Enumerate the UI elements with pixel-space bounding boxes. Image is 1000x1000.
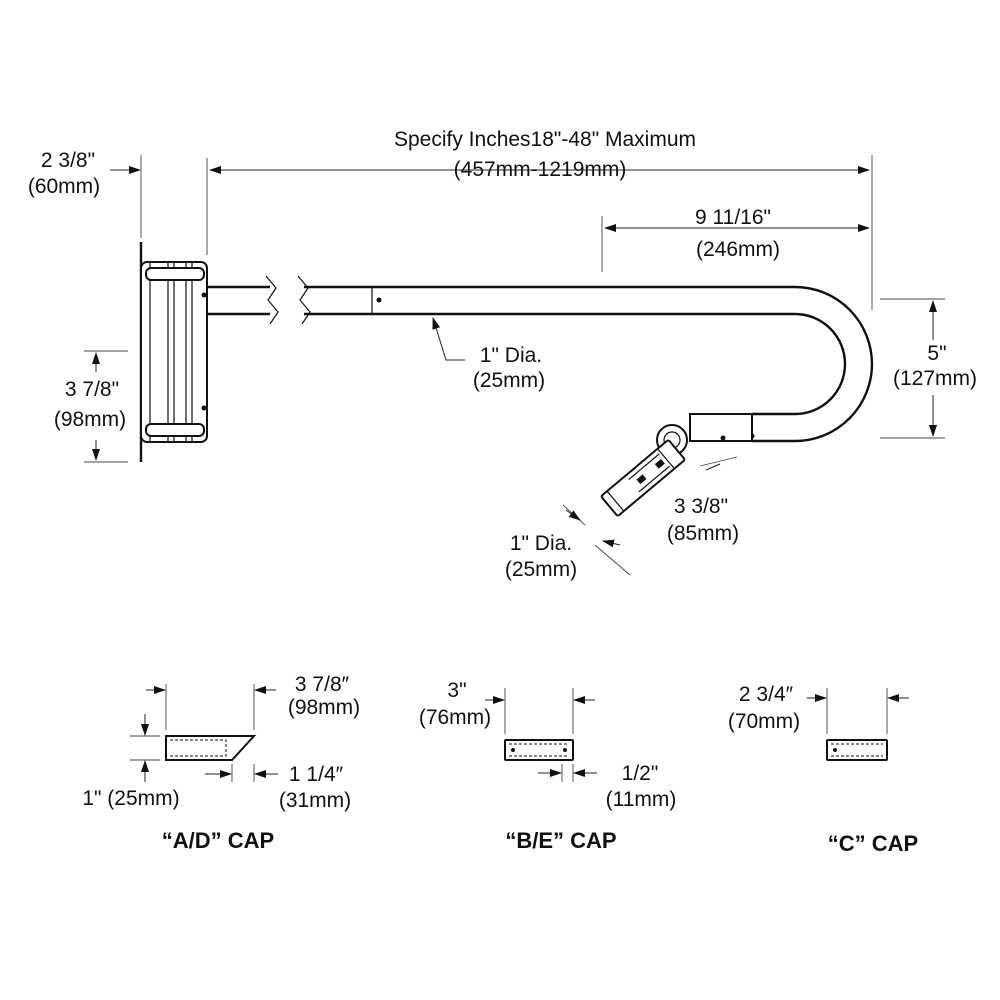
dim-head-diameter: 1" Dia. (25mm) bbox=[505, 504, 586, 581]
cap-ad-length-line2: (98mm) bbox=[288, 696, 360, 719]
cap-ad-tip-line2: (31mm) bbox=[279, 789, 351, 812]
cap-c-title: “C” CAP bbox=[828, 831, 918, 856]
dim-bend-depth: 9 11/16" (246mm) bbox=[601, 206, 870, 272]
tube-dia-line1: 1" Dia. bbox=[480, 344, 542, 367]
overall-length-line1: Specify Inches18"-48" Maximum bbox=[394, 128, 696, 151]
light-head bbox=[600, 439, 686, 517]
plate-depth-line2: (60mm) bbox=[28, 175, 100, 198]
cap-ad-height-line1: 1" (25mm) bbox=[82, 787, 179, 810]
dim-overall-length: Specify Inches18"-48" Maximum (457mm-121… bbox=[206, 128, 873, 310]
cap-be-tip-line1: 1/2" bbox=[622, 762, 659, 785]
wall-plate bbox=[139, 242, 208, 462]
cap-be-tip-line2: (11mm) bbox=[606, 788, 677, 811]
arm-tube bbox=[207, 275, 874, 456]
plate-depth-line1: 2 3/8" bbox=[41, 149, 95, 172]
cap-ad: 3 7/8″ (98mm) 1 1/4″ (31mm) 1" (25mm) “A… bbox=[82, 673, 360, 853]
cap-be: 3" (76mm) 1/2" (11mm) “B/E” CAP bbox=[419, 679, 677, 853]
cap-c-length-line2: (70mm) bbox=[728, 710, 800, 733]
head-dia-line2: (25mm) bbox=[505, 558, 577, 581]
dim-plate-height: 3 7/8" (98mm) bbox=[54, 350, 128, 463]
cap-c: 2 3/4″ (70mm) “C” CAP bbox=[728, 683, 918, 856]
head-dia-line1: 1" Dia. bbox=[510, 532, 572, 555]
dim-tube-diameter: 1" Dia. (25mm) bbox=[432, 317, 545, 392]
head-length-line2: (85mm) bbox=[667, 522, 739, 545]
main-view: Specify Inches18"-48" Maximum (457mm-121… bbox=[28, 128, 977, 581]
plate-height-line2: (98mm) bbox=[54, 408, 126, 431]
cap-ad-length-line1: 3 7/8″ bbox=[295, 673, 350, 696]
dim-bend-height: 5" (127mm) bbox=[880, 298, 977, 439]
bend-height-line2: (127mm) bbox=[893, 367, 977, 390]
head-length-line1: 3 3/8" bbox=[674, 495, 728, 518]
tube-dia-line2: (25mm) bbox=[473, 369, 545, 392]
cap-be-title: “B/E” CAP bbox=[505, 828, 616, 853]
bend-height-line1: 5" bbox=[927, 342, 946, 365]
overall-length-line2: (457mm-1219mm) bbox=[454, 158, 627, 181]
dim-plate-depth: 2 3/8" (60mm) bbox=[28, 149, 142, 238]
cap-ad-title: “A/D” CAP bbox=[162, 828, 274, 853]
cap-be-length-line2: (76mm) bbox=[419, 706, 491, 729]
dim-head-length: 3 3/8" (85mm) bbox=[594, 456, 739, 576]
cap-c-length-line1: 2 3/4″ bbox=[739, 683, 794, 706]
cap-ad-tip-line1: 1 1/4″ bbox=[289, 763, 344, 786]
bend-depth-line2: (246mm) bbox=[696, 238, 780, 261]
bend-depth-line1: 9 11/16" bbox=[695, 206, 771, 229]
cap-be-length-line1: 3" bbox=[447, 679, 466, 702]
plate-height-line1: 3 7/8" bbox=[65, 378, 119, 401]
